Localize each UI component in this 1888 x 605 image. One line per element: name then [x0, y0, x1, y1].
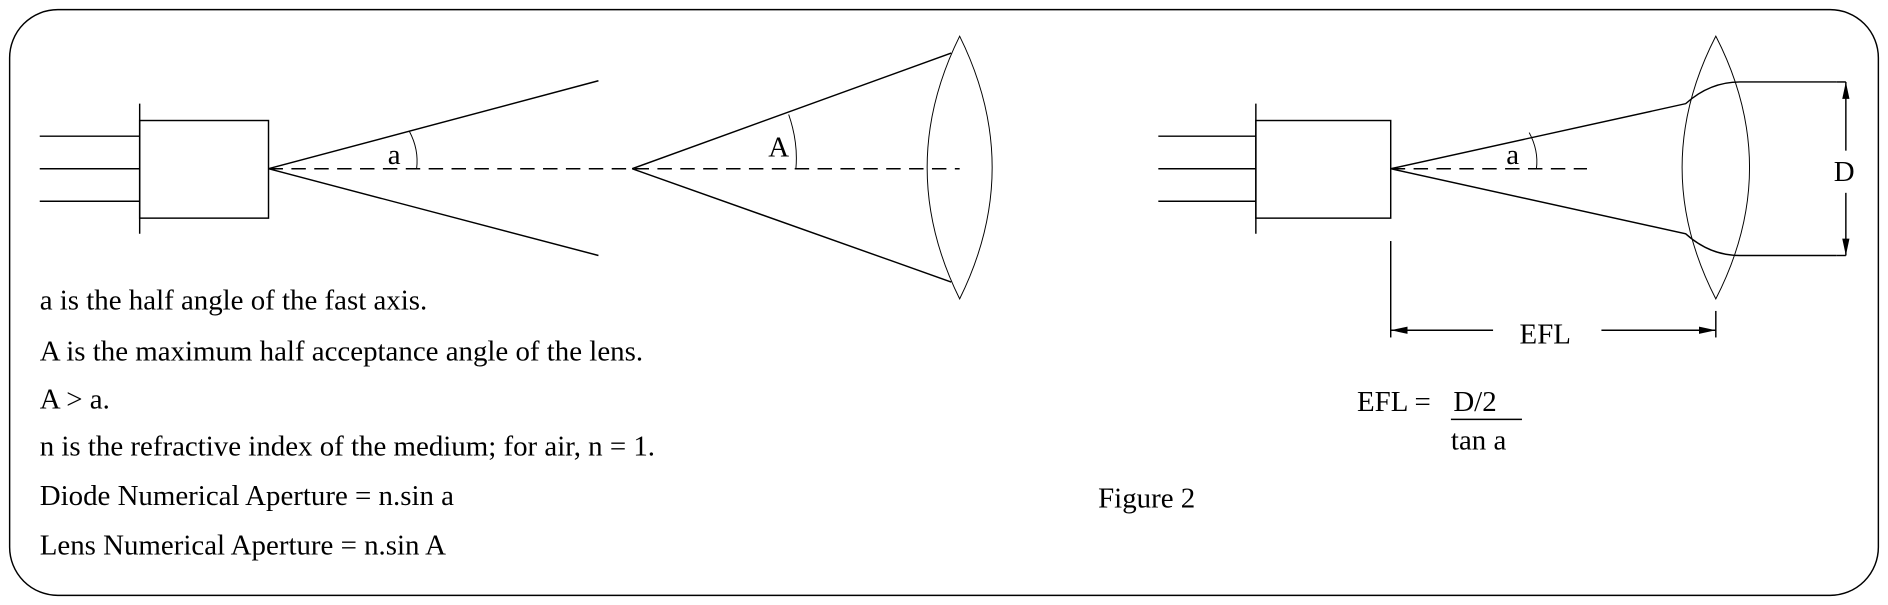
note-line: n is the refractive index of the medium;… — [40, 431, 655, 463]
formula-lhs: EFL = — [1357, 386, 1431, 418]
right-angle-label: a — [1506, 139, 1519, 171]
diameter-dimension — [1836, 81, 1850, 257]
efl-label: EFL — [1520, 318, 1571, 350]
right-lens — [1681, 35, 1750, 300]
diode-beam-cone — [268, 80, 960, 257]
lens-acceptance-cone — [631, 52, 952, 283]
left-lens — [926, 35, 993, 300]
figure-caption: Figure 2 — [1098, 482, 1195, 514]
left-laser-diode — [39, 103, 270, 234]
diameter-label: D — [1834, 156, 1855, 188]
formula-denominator: tan a — [1451, 425, 1507, 457]
efl-formula: EFL = D/2 tan a — [1357, 386, 1522, 457]
efl-dimension — [1389, 241, 1717, 338]
diode-angle-label: a — [388, 139, 401, 171]
lens-angle-label: A — [768, 132, 789, 164]
notes: a is the half angle of the fast axis. A … — [40, 285, 655, 562]
collimated-beam — [1390, 81, 1837, 257]
note-line: A is the maximum half acceptance angle o… — [40, 335, 643, 367]
formula-numerator: D/2 — [1453, 386, 1496, 418]
right-laser-diode — [1158, 103, 1392, 234]
frame-border — [8, 8, 1880, 597]
note-line: Diode Numerical Aperture = n.sin a — [40, 480, 454, 512]
note-line: A > a. — [40, 384, 110, 416]
note-line: Lens Numerical Aperture = n.sin A — [40, 529, 446, 561]
note-line: a is the half angle of the fast axis. — [40, 285, 428, 317]
